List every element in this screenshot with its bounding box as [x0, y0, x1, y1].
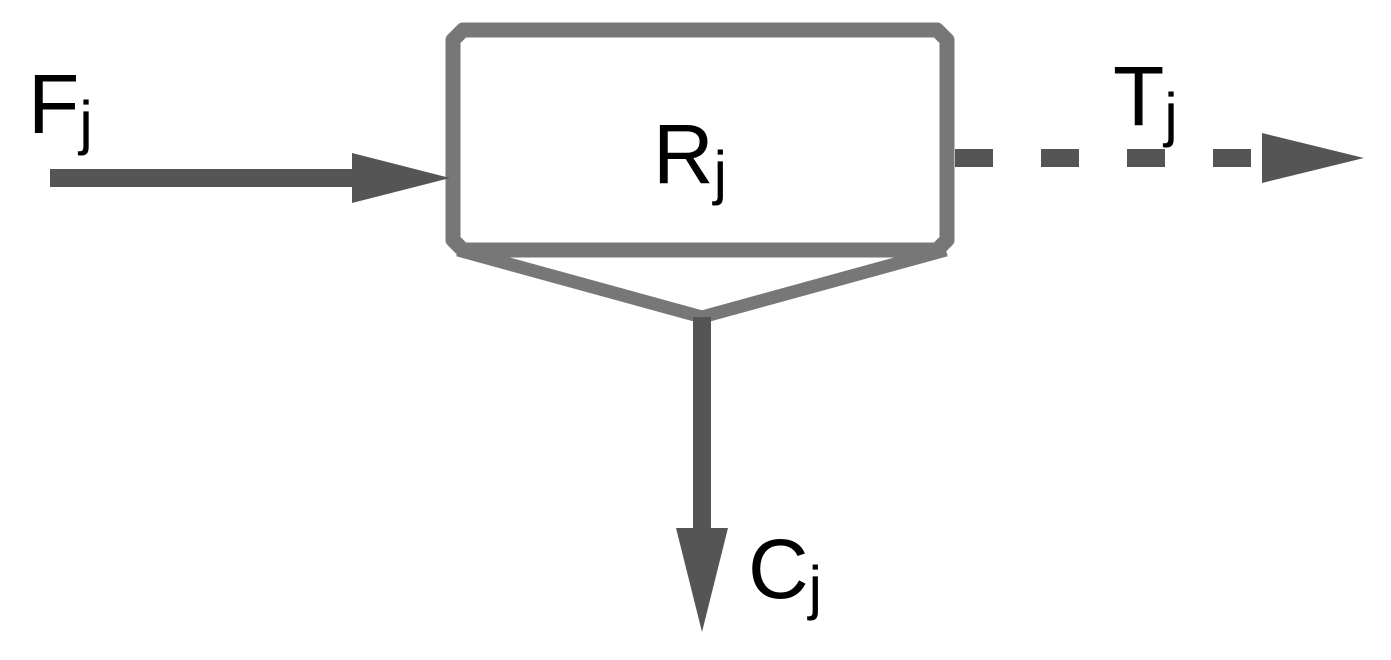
transfer-label-main: T	[1113, 49, 1164, 143]
feed-label: Fj	[28, 57, 93, 156]
transfer-flow: Tj	[955, 49, 1364, 183]
reactor-label-subscript: j	[712, 139, 727, 206]
concentrate-label: Cj	[748, 522, 822, 621]
concentrate-label-main: C	[748, 522, 809, 616]
reactor-hopper	[456, 243, 948, 324]
feed-arrowhead	[352, 153, 450, 203]
feed-label-subscript: j	[77, 89, 92, 156]
feed-flow: Fj	[28, 57, 450, 203]
feed-label-main: F	[28, 57, 79, 151]
transfer-label: Tj	[1113, 49, 1178, 148]
concentrate-label-subscript: j	[807, 554, 822, 621]
concentrate-arrowhead	[676, 528, 728, 632]
reactor-label-main: R	[653, 107, 714, 201]
transfer-arrowhead	[1262, 133, 1364, 183]
concentrate-flow: Cj	[676, 317, 822, 632]
reactor-unit: Rj	[445, 22, 955, 324]
reactor-label: Rj	[653, 107, 727, 206]
transfer-label-subscript: j	[1162, 81, 1177, 148]
